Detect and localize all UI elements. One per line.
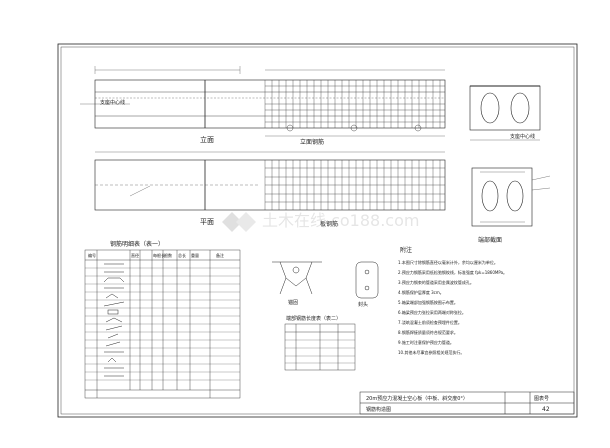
elevation-detail-label: 立面钢筋 (300, 138, 324, 146)
note-line-4: 4.钢筋保护层厚度 3cm。 (398, 289, 444, 295)
title-block-sheet-no: 42 (542, 406, 550, 413)
cross-section-label: 端部截面 (478, 236, 502, 244)
note-line-6: 6.箱梁预应力张拉采用两端对称张拉。 (398, 309, 466, 315)
note-line-8: 8.钢筋焊接质量须符合规范要求。 (398, 329, 458, 335)
elevation-view (80, 66, 446, 137)
title-block-subtitle: 钢筋构造图 (366, 406, 391, 413)
length-table-title: 端部钢筋长度表（表二） (286, 315, 341, 322)
rebar-table-header-remarks: 备注 (216, 252, 224, 258)
plan-view (94, 151, 446, 211)
plan-label: 平面 (200, 218, 214, 226)
notes-heading: 附注 (400, 246, 412, 254)
cross-section-bottom (471, 167, 551, 227)
cross-section-top (469, 85, 541, 141)
note-line-10: 10.其他未尽事宜参照相关规范执行。 (398, 349, 464, 355)
rebar-table-header-id: 编号 (88, 252, 96, 258)
note-line-1: 1.本图尺寸除钢筋直径以毫米计外，余均以厘米为单位。 (398, 259, 498, 265)
rebar-table (84, 249, 241, 399)
watermark-text: 土木在线 co188.com (262, 211, 419, 230)
detail-b-drawing (355, 261, 379, 299)
note-line-5: 5.箱梁端部加强钢筋按图示布置。 (398, 299, 458, 305)
notes-block: 1.本图尺寸除钢筋直径以毫米计外，余均以厘米为单位。 2.预应力钢筋采用低松弛钢… (398, 259, 507, 355)
detail-b-label: 封头 (358, 301, 368, 308)
sheet-frame (57, 43, 578, 418)
elevation-label: 立面 (200, 135, 214, 144)
rebar-table-header-total-length: 总长 (178, 252, 186, 258)
note-line-3: 3.预应力钢束的管道采用金属波纹管成孔。 (398, 279, 474, 285)
plan-detail-label: 板钢筋 (320, 220, 338, 228)
title-block (359, 391, 575, 415)
detail-a-label: 锚固 (288, 299, 298, 306)
support-center-callout-2: 支座中心线 (510, 133, 535, 140)
length-table (284, 323, 356, 371)
rebar-table-header-unit-length: 每根长 (153, 252, 165, 258)
note-line-9: 9.施工时注意保护预应力管道。 (398, 339, 454, 345)
title-block-label: 图表号 (534, 395, 549, 402)
title-block-title: 20m预应力混凝土空心板（中板、斜交度0°） (366, 395, 468, 402)
watermark: 土木在线 co188.com (222, 211, 419, 232)
rebar-table-header-diameter: 直径 (131, 252, 139, 258)
support-center-callout: 支座中心线 (100, 99, 125, 106)
rebar-table-header-weight: 重量 (191, 252, 199, 258)
note-line-2: 2.预应力钢筋采用低松弛钢绞线，标准强度 fpk=1860MPa。 (398, 269, 507, 275)
rebar-table-headers: 编号 直径 每根长 根数 总长 重量 备注 (88, 252, 224, 258)
note-line-7: 7.浇筑混凝土前须检查预埋件位置。 (398, 319, 462, 325)
sheet-inner-frame (60, 46, 575, 415)
rebar-table-header-count: 根数 (164, 252, 172, 258)
detail-a-drawing (272, 261, 322, 295)
rebar-table-title: 钢筋明细表（表一） (110, 240, 164, 248)
